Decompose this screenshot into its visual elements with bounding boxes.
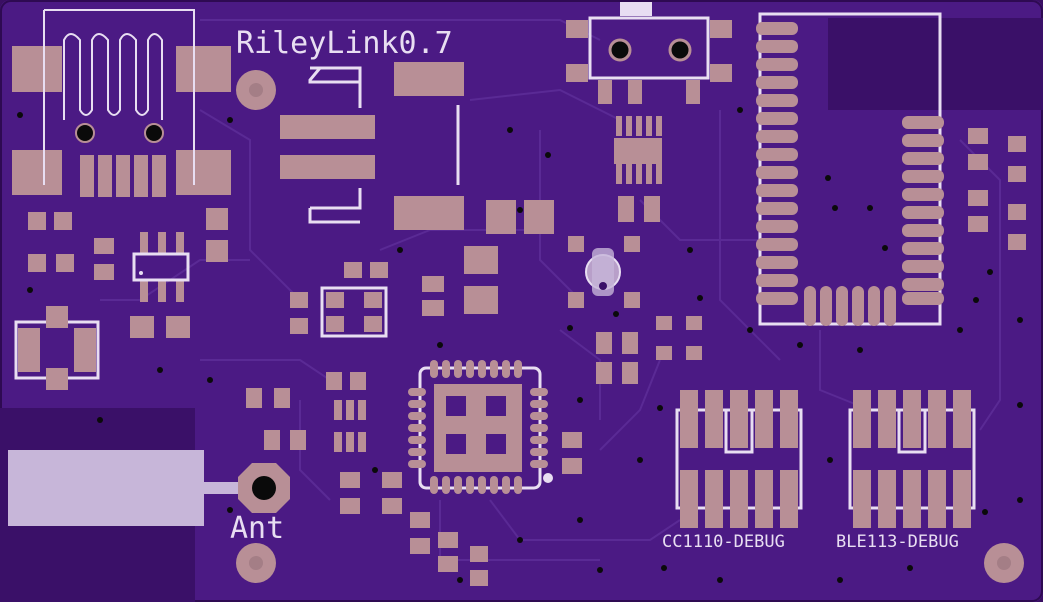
ble-module [756, 12, 944, 326]
ground-pour-region [828, 18, 1043, 110]
middle-passives [422, 200, 702, 384]
small-ic [614, 116, 662, 222]
switch [566, 2, 732, 104]
mounting-holes [236, 70, 1024, 583]
crystal-area [280, 62, 464, 230]
ble113-debug-header [848, 390, 976, 528]
rf-passives [246, 372, 582, 586]
cc1110-debug-header [675, 390, 803, 528]
crystal [290, 262, 388, 338]
regulator-area [14, 208, 228, 390]
right-passives [968, 128, 1026, 250]
cc1110-debug-label: CC1110-DEBUG [662, 532, 785, 552]
ble113-debug-label: BLE113-DEBUG [836, 532, 959, 552]
led [585, 248, 621, 296]
vias [17, 107, 1023, 583]
antenna-label: Ant [230, 511, 284, 546]
usb-connector [12, 9, 231, 197]
antenna-connector [8, 450, 290, 526]
radio-ic [408, 360, 553, 494]
board-name-label: RileyLink0.7 [236, 26, 453, 61]
